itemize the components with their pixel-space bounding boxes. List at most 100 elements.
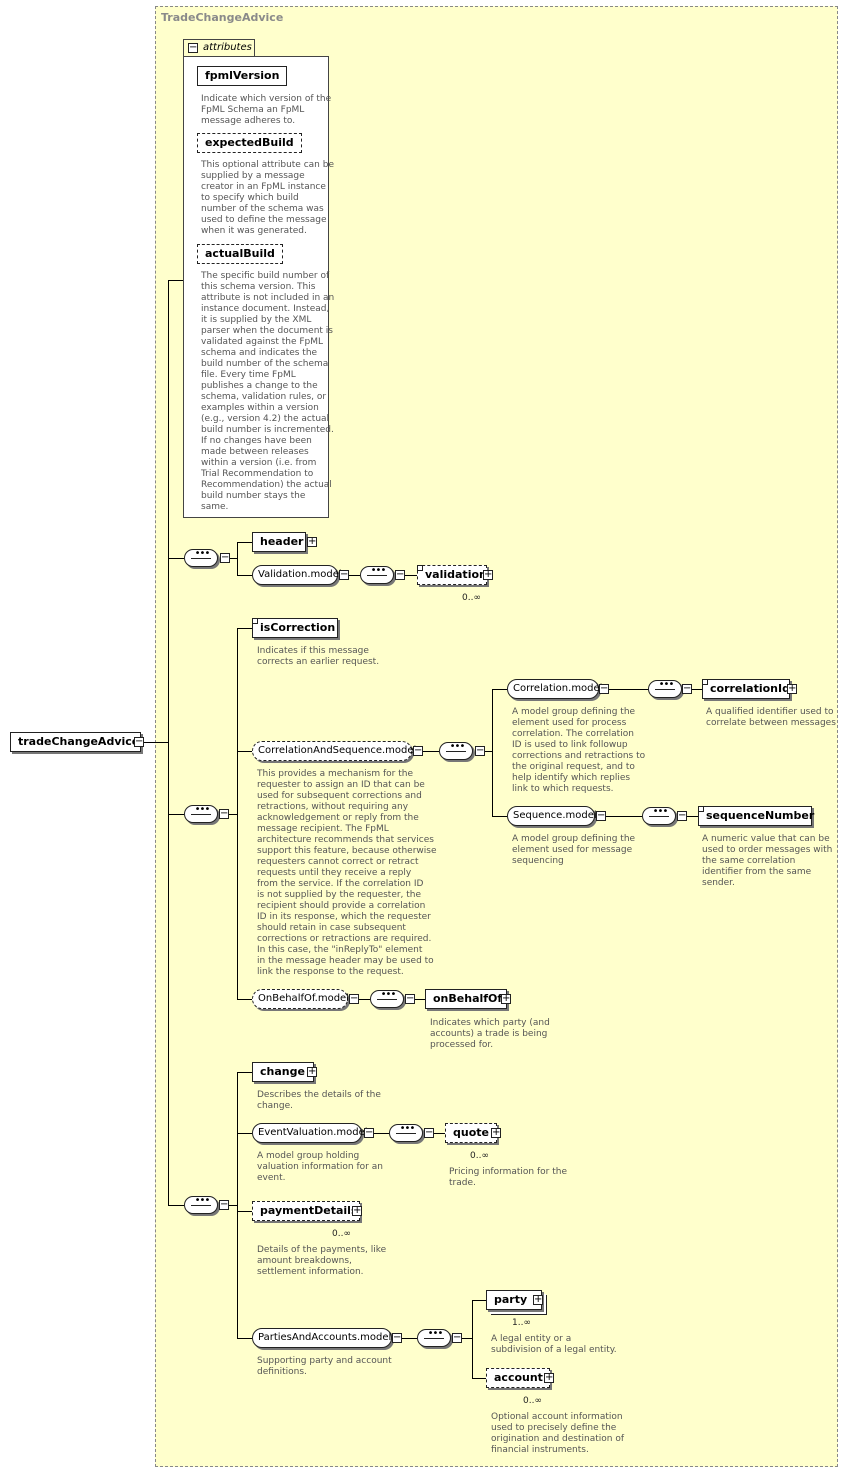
sequence-compositor[interactable]: [439, 741, 473, 760]
connector: [374, 1133, 389, 1134]
group-parties-and-accounts-model-label: PartiesAndAccounts.model: [258, 1332, 392, 1343]
doc-line: (e.g., version 4.2) the actual: [201, 414, 330, 424]
group-validation-model[interactable]: Validation.model: [252, 565, 342, 585]
group-event-valuation-model[interactable]: EventValuation.model: [252, 1123, 368, 1143]
expand-icon[interactable]: +: [352, 1205, 362, 1216]
collapse-icon[interactable]: −: [599, 683, 609, 694]
group-sequence-model[interactable]: Sequence.model: [507, 806, 597, 826]
element-correlationId[interactable]: correlationId: [702, 679, 790, 699]
doc-line: origination and destination of: [491, 1434, 624, 1444]
collapse-icon[interactable]: −: [596, 810, 606, 821]
sequence-compositor[interactable]: [417, 1328, 451, 1347]
sequence-compositor[interactable]: [184, 548, 218, 567]
doc-line: event.: [257, 1173, 286, 1183]
doc-line: this schema version. This: [201, 282, 316, 292]
element-quote[interactable]: quote: [445, 1123, 497, 1143]
element-paymentDetails-doc: Details of the payments, like amount bre…: [257, 1245, 386, 1278]
group-correlation-model[interactable]: Correlation.model: [507, 679, 602, 699]
element-sequenceNumber[interactable]: sequenceNumber: [698, 806, 814, 826]
doc-line: requesters cannot correct or retract: [257, 857, 419, 867]
expand-icon[interactable]: +: [787, 683, 797, 694]
connector: [405, 575, 417, 576]
element-change[interactable]: change: [252, 1062, 314, 1082]
collapse-icon[interactable]: −: [339, 569, 349, 580]
element-paymentDetails[interactable]: paymentDetails: [252, 1201, 360, 1221]
connector: [168, 280, 169, 1206]
collapse-icon[interactable]: −: [219, 808, 229, 819]
collapse-icon[interactable]: −: [134, 736, 144, 747]
expand-icon[interactable]: +: [307, 536, 317, 547]
doc-line: publishes a change to the: [201, 381, 318, 391]
expand-icon[interactable]: +: [501, 993, 511, 1004]
element-account-doc: Optional account information used to pre…: [491, 1412, 624, 1456]
doc-line: This optional attribute can be: [201, 160, 334, 170]
element-party[interactable]: party: [486, 1290, 542, 1310]
doc-line: corrects an earlier request.: [257, 657, 380, 667]
collapse-icon[interactable]: −: [682, 683, 692, 694]
attribute-fpmlVersion[interactable]: fpmlVersion: [197, 66, 288, 86]
doc-line: ID in its response, which the requester: [257, 912, 431, 922]
collapse-icon[interactable]: −: [475, 745, 485, 756]
sequence-compositor[interactable]: [648, 679, 682, 698]
doc-line: link the response to the request.: [257, 967, 404, 977]
frame-title: TradeChangeAdvice: [161, 11, 284, 24]
connector: [237, 628, 238, 750]
attribute-actualBuild[interactable]: actualBuild: [197, 244, 283, 264]
element-onBehalfOf-doc: Indicates which party (and accounts) a t…: [430, 1018, 550, 1051]
collapse-icon[interactable]: −: [405, 993, 415, 1004]
doc-line: Details of the payments, like: [257, 1245, 387, 1255]
collapse-icon[interactable]: −: [219, 1199, 229, 1210]
doc-line: Trial Recommendation to: [201, 469, 314, 479]
element-onBehalfOf[interactable]: onBehalfOf: [425, 989, 507, 1009]
doc-line: within a version (i.e. from: [201, 458, 317, 468]
attribute-expectedBuild[interactable]: expectedBuild: [197, 133, 302, 153]
doc-line: supplied by a message: [201, 171, 305, 181]
cardinality: 0..∞: [462, 593, 481, 603]
collapse-icon[interactable]: −: [395, 569, 405, 580]
element-account[interactable]: account: [486, 1368, 550, 1388]
collapse-icon[interactable]: −: [349, 993, 359, 1004]
doc-line: used for subsequent corrections and: [257, 791, 422, 801]
sequence-compositor[interactable]: [389, 1123, 423, 1142]
expand-icon[interactable]: +: [544, 1372, 554, 1383]
doc-line: support this feature, because otherwise: [257, 846, 437, 856]
expand-icon[interactable]: +: [307, 1066, 317, 1077]
collapse-icon[interactable]: −: [413, 745, 423, 756]
attributes-tab[interactable]: − attributes: [183, 39, 255, 57]
expand-icon[interactable]: +: [491, 1127, 501, 1138]
group-on-behalf-of-model[interactable]: OnBehalfOf.model: [252, 989, 349, 1009]
attribute-fpmlVersion-doc: Indicate which version of the FpML Schem…: [201, 94, 331, 127]
collapse-icon[interactable]: −: [392, 1332, 402, 1343]
sequence-compositor[interactable]: [642, 806, 676, 825]
element-account-label: account: [494, 1371, 543, 1384]
root-element[interactable]: tradeChangeAdvice: [10, 732, 141, 752]
sequence-compositor[interactable]: [360, 565, 394, 584]
doc-line: it is supplied by the XML: [201, 315, 312, 325]
doc-line: Indicates if this message: [257, 646, 369, 656]
expand-icon[interactable]: +: [533, 1294, 543, 1305]
expand-icon[interactable]: +: [483, 569, 493, 580]
doc-line: message recipient. The FpML: [257, 824, 389, 834]
doc-line: corrections and retractions to: [512, 751, 646, 761]
element-header[interactable]: header: [252, 532, 306, 552]
element-validation[interactable]: validation: [417, 565, 487, 585]
connector: [472, 1300, 486, 1301]
doc-line: when it was generated.: [201, 226, 307, 236]
element-isCorrection[interactable]: isCorrection: [252, 618, 338, 638]
sequence-compositor[interactable]: [184, 1195, 218, 1214]
doc-line: identifier from the same: [702, 867, 812, 877]
collapse-icon[interactable]: −: [220, 552, 230, 563]
collapse-icon[interactable]: −: [452, 1332, 462, 1343]
doc-line: The specific build number of: [201, 271, 330, 281]
group-parties-and-accounts-model[interactable]: PartiesAndAccounts.model: [252, 1328, 392, 1348]
collapse-icon[interactable]: −: [364, 1127, 374, 1138]
doc-line: validated against the FpML: [201, 337, 324, 347]
collapse-icon[interactable]: −: [677, 810, 687, 821]
group-correlation-and-sequence-model[interactable]: CorrelationAndSequence.model: [252, 741, 416, 761]
sequence-compositor[interactable]: [370, 989, 404, 1008]
sequence-compositor[interactable]: [184, 804, 218, 823]
collapse-icon[interactable]: −: [188, 42, 198, 53]
doc-line: build number is incremented.: [201, 425, 334, 435]
doc-line: This provides a mechanism for the: [257, 769, 413, 779]
collapse-icon[interactable]: −: [424, 1127, 434, 1138]
